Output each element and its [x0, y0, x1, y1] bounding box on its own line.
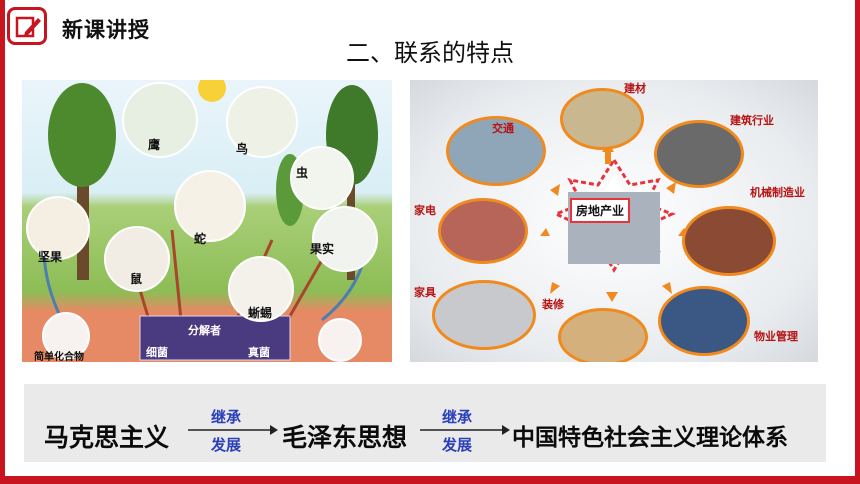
photo-construction [654, 120, 744, 188]
text-marxism: 马克思主义 [44, 423, 170, 452]
label-machinery: 机械制造业 [750, 186, 805, 199]
label-construction: 建筑行业 [730, 114, 774, 127]
label-nut: 坚果 [38, 250, 63, 264]
label-snake: 蛇 [194, 232, 207, 246]
photo-property [658, 286, 750, 356]
page-title: 二、联系的特点 [346, 39, 514, 67]
label-building-material: 建材 [624, 82, 646, 95]
snake-circle [174, 170, 246, 242]
fruit-circle [312, 206, 378, 272]
label-lizard: 蜥蜴 [248, 306, 273, 320]
label-fungi: 真菌 [248, 346, 270, 359]
compound-circle-left [42, 312, 90, 360]
nut-circle [26, 196, 90, 260]
label-fruit: 果实 [310, 242, 335, 256]
bottom-bar [0, 476, 860, 484]
text-mao-thought: 毛泽东思想 [282, 423, 408, 452]
label-decoration: 装修 [542, 298, 564, 311]
label-eagle: 鹰 [148, 138, 161, 152]
mouse-circle [104, 226, 170, 292]
photo-decoration [558, 308, 648, 362]
eagle-circle [122, 82, 198, 158]
photo-traffic [446, 116, 546, 186]
food-web-image: 鹰 鸟 虫 坚果 鼠 蛇 果实 蜥蜴 分解者 细菌 真菌 简单化合物 [22, 80, 392, 362]
industry-image: 房地产业 建材 交通 建筑行业 家电 机械制造业 家具 装修 物业管理 [410, 80, 818, 362]
label-furniture: 家具 [414, 286, 436, 299]
arrow1-bottom-label: 发展 [211, 436, 242, 454]
edit-icon [7, 7, 47, 45]
label-traffic: 交通 [492, 122, 514, 135]
arrow1-top-label: 继承 [211, 408, 242, 426]
lizard-circle [228, 256, 294, 322]
arrow2-top-label: 继承 [442, 408, 473, 426]
theory-lineage-strip: 马克思主义 继承 发展 毛泽东思想 继承 发展 中国特色社会主义理论体系 [24, 384, 826, 462]
photo-furniture [432, 280, 536, 350]
label-mouse: 鼠 [130, 272, 143, 286]
label-insect: 虫 [296, 166, 309, 180]
insect-circle [290, 146, 354, 210]
arrow-right-icon [188, 425, 278, 435]
slide-header: 新课讲授 二、联系的特点 [0, 0, 860, 67]
label-appliance: 家电 [414, 204, 436, 217]
label-center: 房地产业 [570, 198, 631, 223]
label-compound: 简单化合物 [34, 352, 84, 362]
section-name: 新课讲授 [62, 18, 150, 42]
label-property: 物业管理 [754, 330, 798, 343]
label-bird: 鸟 [236, 142, 249, 156]
text-socialism-theory: 中国特色社会主义理论体系 [512, 424, 788, 451]
arrow-right-icon [420, 425, 510, 435]
photo-building-material [560, 88, 644, 150]
arrow2-bottom-label: 发展 [442, 436, 473, 454]
photo-machinery [682, 206, 776, 276]
compound-circle-right [318, 318, 362, 362]
label-bacteria: 细菌 [146, 346, 168, 359]
photo-appliance [438, 198, 528, 264]
label-decomposer: 分解者 [188, 324, 221, 337]
bird-circle [226, 86, 298, 158]
